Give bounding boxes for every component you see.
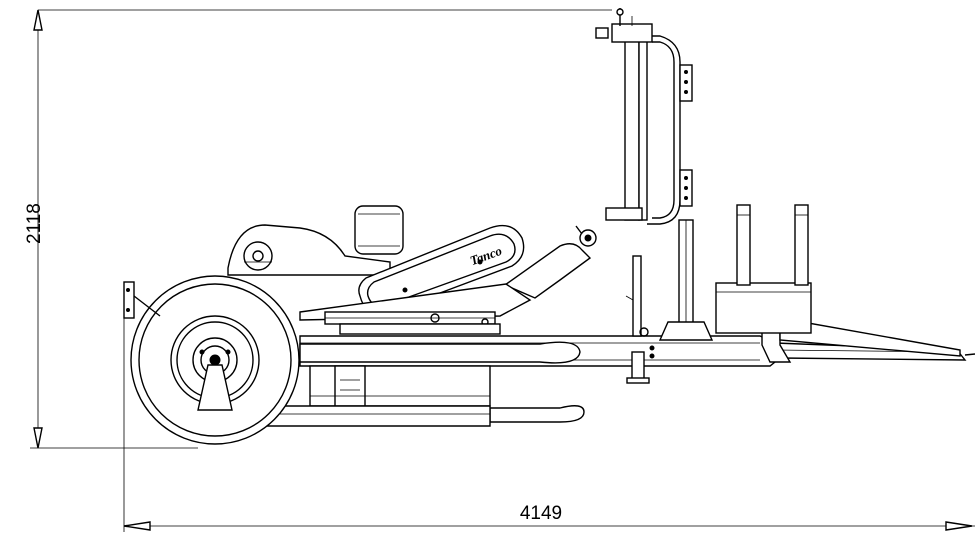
front-box bbox=[715, 204, 812, 334]
sub-frame bbox=[309, 365, 491, 407]
length-arrow-right bbox=[945, 521, 973, 531]
bale-tipping-arm bbox=[503, 225, 597, 299]
hydraulic-tubes bbox=[299, 341, 585, 423]
rear-light bbox=[123, 281, 161, 319]
table-base bbox=[299, 283, 532, 335]
rear-wheel bbox=[130, 275, 300, 445]
jack-stand bbox=[626, 351, 650, 384]
bale-wrapper-machine: Tanco bbox=[123, 8, 975, 445]
height-dimension-label: 2118 bbox=[24, 203, 45, 244]
height-arrow-bottom bbox=[33, 427, 43, 449]
length-arrow-left bbox=[123, 521, 151, 531]
wrapping-mast bbox=[595, 8, 714, 341]
rear-drum bbox=[227, 205, 404, 276]
length-dimension-label: 4149 bbox=[520, 503, 562, 524]
height-dimension: 2118 bbox=[24, 9, 612, 449]
lever-post bbox=[625, 255, 649, 337]
wrapping-table: Tanco bbox=[358, 224, 525, 316]
height-arrow-top bbox=[33, 9, 43, 31]
length-dimension: 4149 bbox=[123, 300, 975, 532]
